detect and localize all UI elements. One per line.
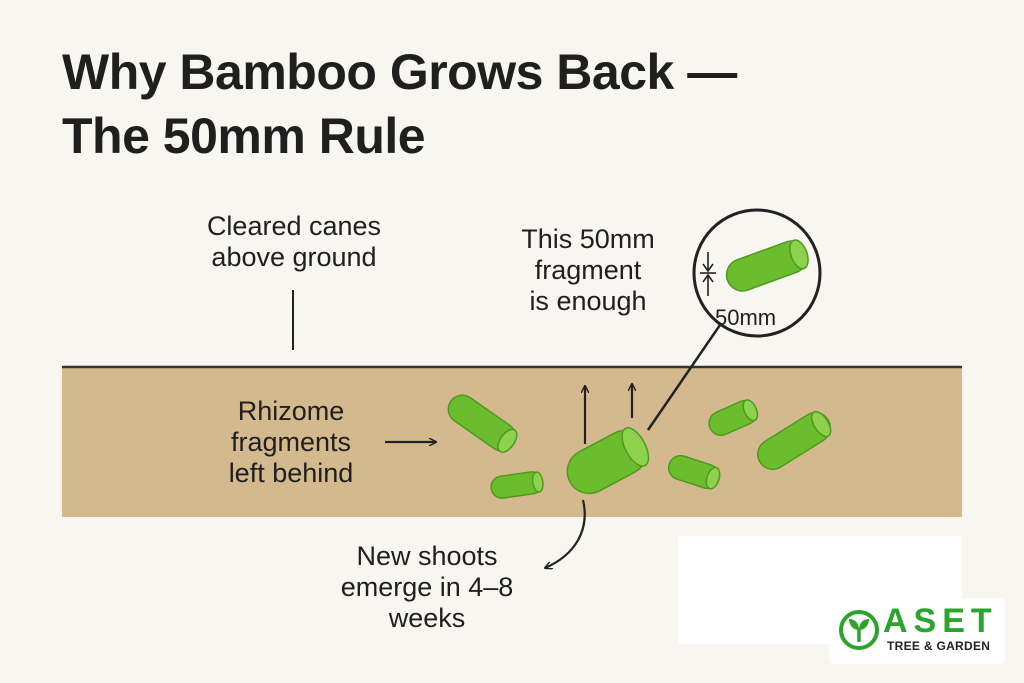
rhizome-fragment bbox=[708, 399, 759, 437]
rhizome-fragment bbox=[667, 454, 721, 490]
fragment-callout-label: This 50mm fragment is enough bbox=[498, 224, 678, 317]
label-line: left behind bbox=[228, 458, 354, 488]
rhizome-fragment bbox=[447, 394, 518, 453]
measurement-marker bbox=[700, 252, 716, 296]
brand-tagline: TREE & GARDEN bbox=[887, 639, 991, 653]
brand-name: ASET bbox=[883, 602, 998, 640]
rhizome-fragments bbox=[447, 394, 832, 499]
measurement-label: 50mm bbox=[715, 305, 777, 330]
title-line-2: The 50mm Rule bbox=[62, 108, 426, 164]
cleared-canes-label: Cleared canes above ground bbox=[180, 211, 408, 273]
label-line: fragment bbox=[534, 255, 642, 285]
brand-logo: ASET TREE & GARDEN bbox=[829, 598, 1005, 664]
magnifier-line bbox=[646, 324, 722, 431]
rhizome-fragment bbox=[490, 471, 544, 499]
rhizome-fragment-main bbox=[566, 427, 650, 495]
rhizome-fragments-label: Rhizome fragments left behind bbox=[208, 396, 374, 489]
page-title: Why Bamboo Grows Back — The 50mm Rule bbox=[62, 40, 737, 168]
label-line: is enough bbox=[529, 286, 647, 316]
label-line: This 50mm bbox=[521, 224, 655, 254]
label-line: weeks bbox=[388, 603, 466, 633]
rhizome-fragment bbox=[757, 410, 832, 470]
title-line-1: Why Bamboo Grows Back — bbox=[62, 44, 737, 100]
label-line: above ground bbox=[211, 242, 377, 272]
magnified-fragment bbox=[725, 239, 809, 292]
label-line: Rhizome bbox=[237, 396, 345, 426]
shoots-curved-arrow bbox=[545, 499, 586, 568]
label-line: Cleared canes bbox=[206, 211, 382, 241]
label-line: fragments bbox=[230, 427, 352, 457]
label-line: emerge in 4–8 bbox=[340, 572, 514, 602]
label-line: New shoots bbox=[356, 541, 498, 571]
new-shoots-label: New shoots emerge in 4–8 weeks bbox=[318, 541, 536, 634]
sprout-icon bbox=[839, 610, 879, 650]
